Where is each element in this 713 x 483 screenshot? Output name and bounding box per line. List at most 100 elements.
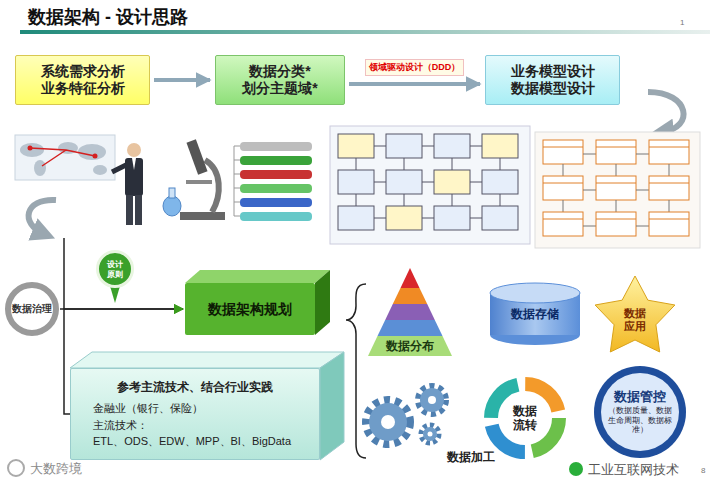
data-model-diagram [543,183,583,184]
data-model-diagram [636,226,649,227]
business-model-diagram [356,194,357,206]
category-bars [234,142,312,221]
control-ring [601,373,679,451]
data-model-diagram [649,212,689,236]
pin-stem [110,286,120,303]
gears [428,432,433,437]
data-model-diagram [563,164,564,176]
category-bars [234,146,240,216]
turn-arrow-right [648,92,684,132]
data-model-diagram [535,132,700,248]
node-text: 业务特征分析 [41,80,125,97]
turn-arrow-left [29,200,56,234]
data-model-diagram [583,154,596,155]
presenter-figure [125,158,143,196]
pyramid [368,336,452,356]
node-title: 数据 流转 [512,404,537,433]
business-model-diagram [374,146,386,147]
node-title: 业务模型设计 [511,63,595,80]
business-model-diagram [404,194,405,206]
watermark: 工业互联网技术 [586,461,681,479]
data-model-diagram [636,190,649,191]
storage-cylinder [490,283,580,345]
data-model-diagram [583,190,596,191]
business-model-diagram [434,170,470,194]
cycle-label: 数据 流转 [511,403,539,433]
curly-brace [346,284,366,458]
data-model-diagram [649,219,689,220]
microscope [186,180,212,184]
world-map [93,165,107,175]
gears [423,427,437,441]
microscope [163,196,181,216]
storage-cylinder [490,283,580,303]
category-bars [240,170,312,179]
data-model-diagram [543,176,583,200]
world-map [78,144,106,160]
business-model-diagram [338,170,374,194]
practice-box: 参考主流技术、结合行业实践金融业（银行、保险）主流技术：ETL、ODS、EDW、… [70,368,320,460]
cylinder-label: 数据存储 [497,303,573,325]
pyramid [385,304,435,320]
architecture-box: 数据架构规划 [185,283,315,335]
governance-circle: 数据治理 [5,282,59,336]
data-model-diagram [649,140,689,164]
governance-line [63,238,65,309]
curly-brace [346,284,366,458]
pyramid [378,320,443,336]
microscope [180,212,225,220]
microscope [205,160,219,212]
node-title: 参考主流技术、结合行业实践 [79,380,311,394]
world-map [28,146,33,151]
business-model-diagram [338,134,374,158]
node-text: 划分主题域* [242,80,317,97]
process-box: 系统需求分析业务特征分析 [15,55,150,105]
gears [369,403,407,441]
world-map [93,154,98,159]
world-map [15,135,115,180]
category-bars [240,212,312,221]
category-bars [240,142,312,151]
business-model-diagram [482,206,518,230]
node-title: 数据管控 [614,389,666,405]
node-title: 数据治理 [12,303,52,314]
business-model-diagram [434,206,470,230]
gears [366,386,446,444]
watermark: 大数跨境 [28,460,84,478]
pyramid [401,268,420,288]
practice-box-3d [70,352,344,460]
control-ring [594,366,686,458]
data-model-diagram [649,147,689,148]
node-title: 数据 应用 [623,307,646,333]
page-title: 数据架构 - 设计思路 [28,5,188,29]
gears [418,386,446,414]
flow-cycle [491,384,559,452]
connector [349,82,480,86]
turn-arrow-right [648,92,684,132]
world-map [34,160,46,176]
business-model-diagram [500,194,501,206]
presenter-figure [127,143,141,157]
flow-cycle [491,384,559,452]
turn-arrow-left [29,200,56,234]
business-model-diagram [386,170,422,194]
node-title: 设计原则 [106,259,124,279]
data-model-diagram [596,219,636,220]
data-model-diagram [543,147,583,148]
business-model-diagram [374,218,386,219]
node-title: 数据分布 [386,339,434,353]
business-model-diagram [452,158,453,170]
business-model-diagram [330,126,530,244]
data-model-diagram [616,164,617,176]
watermark-logos [8,460,24,476]
page-number: 8 [699,466,707,475]
business-model-diagram [434,134,470,158]
architecture-box-3d [185,270,330,283]
flow-cycle [491,384,559,452]
gears [381,415,395,429]
business-model-diagram [338,206,374,230]
process-box: 数据分类*划分主题域* [215,55,345,105]
data-model-diagram [596,176,636,200]
data-model-diagram [669,164,670,176]
watermark-logos [569,462,583,476]
